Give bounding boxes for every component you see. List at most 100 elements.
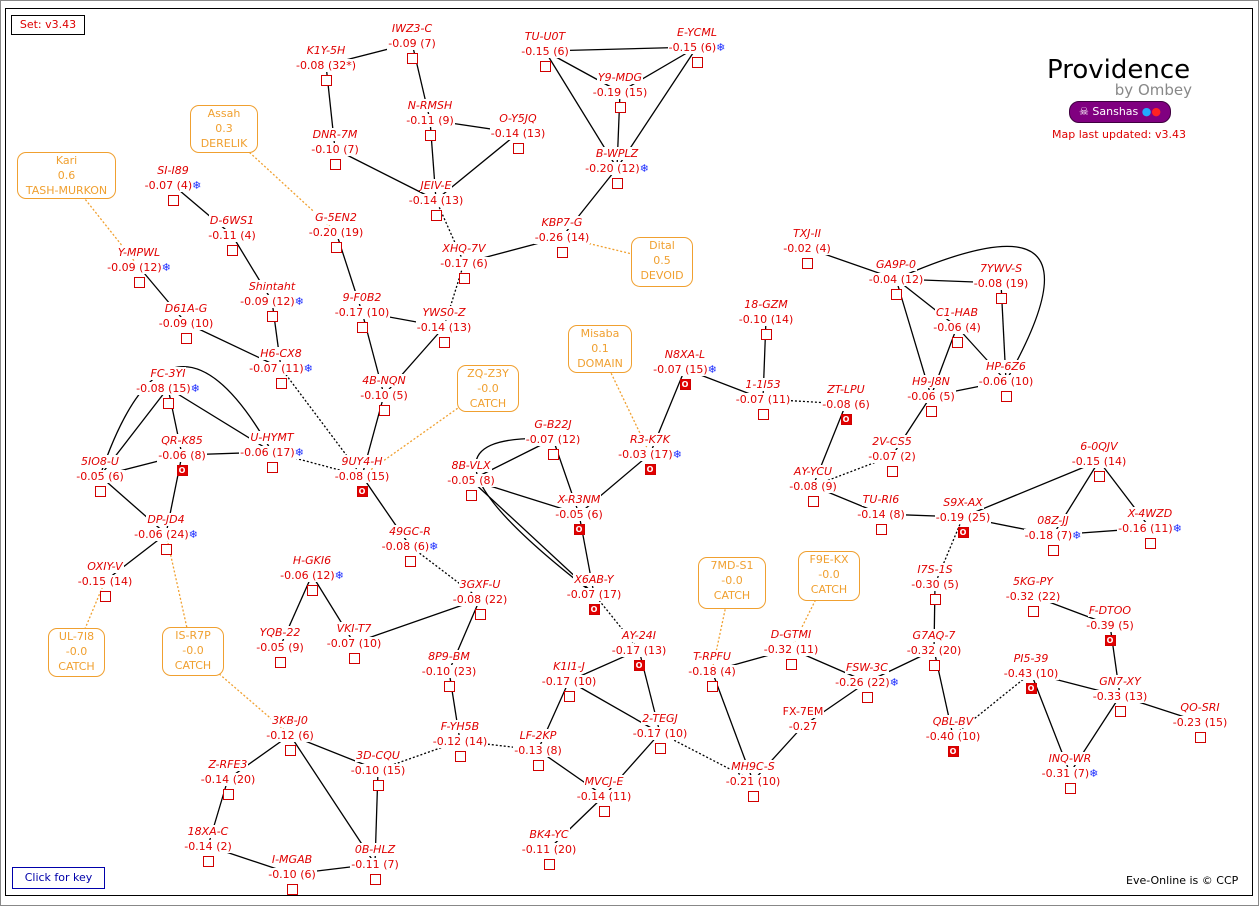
system-name[interactable]: AY-24I [621,629,657,642]
system-name[interactable]: TU-U0T [523,30,567,43]
system-box-icon[interactable] [757,409,769,420]
system-name[interactable]: TU-RI6 [861,493,901,506]
system-name[interactable]: 8B-VLX [450,459,492,472]
system-node[interactable]: B-WPLZ-0.20 (12)❄ [552,146,682,189]
station-icon[interactable]: O [644,464,656,475]
system-node[interactable]: FSW-3C-0.26 (22)❄ [802,660,932,703]
system-name[interactable]: DNR-7M [311,128,359,141]
system-name[interactable]: LF-2KP [518,729,558,742]
system-name[interactable]: MVCJ-E [583,775,625,788]
station-icon[interactable]: O [176,465,188,476]
system-name[interactable]: OXIY-V [86,560,124,573]
system-name[interactable]: FC-3YI [149,367,187,380]
system-name[interactable]: K1Y-5H [305,44,347,57]
system-name[interactable]: AY-YCU [792,465,834,478]
system-box-icon[interactable] [654,743,666,754]
system-name[interactable]: D-6WS1 [208,214,256,227]
system-box-icon[interactable] [454,751,466,762]
system-node[interactable]: YQB-22-0.05 (9) [215,625,345,668]
system-node[interactable]: 1-1I53-0.07 (11) [698,377,828,420]
system-name[interactable]: IWZ3-C [390,22,434,35]
system-box-icon[interactable] [807,496,819,507]
faction-badge[interactable]: ☠ Sanshas ●● [1069,101,1171,123]
system-node[interactable]: D61A-G-0.09 (10) [121,301,251,344]
system-box-icon[interactable] [598,806,610,817]
system-node[interactable]: QBL-BV-0.40 (10)O [888,714,1018,757]
system-name[interactable]: KBP7-G [540,216,584,229]
system-name[interactable]: S9X-AX [942,496,984,509]
system-node[interactable]: LF-2KP-0.13 (8) [473,728,603,771]
system-box-icon[interactable] [1144,538,1156,549]
system-name[interactable]: YWS0-Z [421,306,467,319]
system-box-icon[interactable] [1093,471,1105,482]
system-name[interactable]: Y-MPWL [116,246,162,259]
system-box-icon[interactable] [1064,783,1076,794]
system-box-icon[interactable] [861,692,873,703]
system-node[interactable]: K1I1-J-0.17 (10) [504,659,634,702]
system-node[interactable]: QO-SRI-0.23 (15) [1135,700,1259,743]
system-node[interactable]: 3KB-J0-0.12 (6) [225,713,355,756]
system-node[interactable]: TU-U0T-0.15 (6) [480,29,610,72]
system-node[interactable]: 2-TEGJ-0.17 (10) [595,711,725,754]
system-node[interactable]: 7YWV-S-0.08 (19) [936,261,1066,304]
station-icon[interactable]: O [840,414,852,425]
system-box-icon[interactable] [443,681,455,692]
system-node[interactable]: E-YCML-0.15 (6)❄ [632,25,762,68]
station-icon[interactable]: O [1025,683,1037,694]
system-node[interactable]: H9-J8N-0.06 (5) [866,374,996,417]
system-box-icon[interactable] [356,322,368,333]
system-name[interactable]: K1I1-J [552,660,586,673]
system-node[interactable]: IWZ3-C-0.09 (7) [347,21,477,64]
system-box-icon[interactable] [886,466,898,477]
system-name[interactable]: Z-RFE3 [207,758,249,771]
system-name[interactable]: H6-CX8 [259,347,303,360]
station-icon[interactable]: O [356,486,368,497]
system-box-icon[interactable] [99,591,111,602]
system-node[interactable]: F-YH5B-0.12 (14) [395,719,525,762]
system-box-icon[interactable] [458,273,470,284]
system-node[interactable]: MH9C-S-0.21 (10) [688,759,818,802]
system-node[interactable]: 5IO8-U-0.05 (6) [35,454,165,497]
system-node[interactable]: 6-0QJV-0.15 (14) [1034,439,1164,482]
system-name[interactable]: 49GC-R [388,525,432,538]
system-name[interactable]: H-GKI6 [291,554,333,567]
system-box-icon[interactable] [801,258,813,269]
system-node[interactable]: 5KG-PY-0.32 (22) [968,574,1098,617]
system-name[interactable]: INQ-WR [1047,752,1093,765]
system-node[interactable]: N8XA-L-0.07 (15)❄O [620,347,750,390]
system-node[interactable]: AY-YCU-0.08 (9) [748,464,878,507]
system-box-icon[interactable] [160,544,172,555]
system-node[interactable]: OXIY-V-0.15 (14) [40,559,170,602]
system-box-icon[interactable] [286,884,298,895]
system-box-icon[interactable] [691,57,703,68]
system-name[interactable]: G7AQ-7 [911,629,957,642]
system-box-icon[interactable] [162,398,174,409]
system-name[interactable]: 18XA-C [186,825,230,838]
system-node[interactable]: 49GC-R-0.08 (6)❄ [345,524,475,567]
system-node[interactable]: GA9P-0-0.04 (12) [831,257,961,300]
system-node[interactable]: Shintaht-0.09 (12)❄ [207,279,337,322]
system-node[interactable]: BK4-YC-0.11 (20) [484,827,614,870]
system-name[interactable]: HP-6Z6 [985,360,1027,373]
system-box-icon[interactable] [1194,732,1206,743]
system-name[interactable]: Shintaht [247,280,297,293]
system-node[interactable]: 3GXF-U-0.08 (22) [415,577,545,620]
system-name[interactable]: R3-K7K [628,433,672,446]
system-node[interactable]: N-RMSH-0.11 (9) [365,98,495,141]
system-node[interactable]: I-MGAB-0.10 (6) [227,852,357,895]
system-name[interactable]: F-YH5B [439,720,481,733]
system-name[interactable]: QBL-BV [931,715,975,728]
system-box-icon[interactable] [430,210,442,221]
system-name[interactable]: 4B-NQN [361,374,407,387]
system-node[interactable]: X-R3NM-0.05 (6)O [514,492,644,535]
system-name[interactable]: 5KG-PY [1011,575,1055,588]
system-box-icon[interactable] [1000,391,1012,402]
system-node[interactable]: DP-JD4-0.06 (24)❄ [101,512,231,555]
system-name[interactable]: H9-J8N [911,375,951,388]
system-box-icon[interactable] [925,406,937,417]
system-box-icon[interactable] [94,486,106,497]
system-name[interactable]: O-Y5JQ [498,112,538,125]
